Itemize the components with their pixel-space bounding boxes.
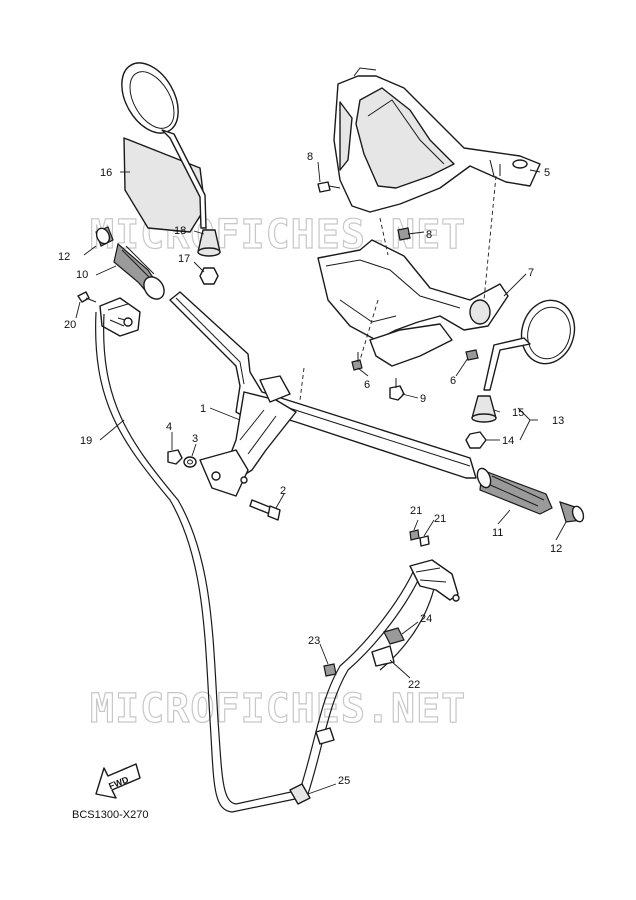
callout-labels: 16 18 17 12 10 20 1 19 4 3 2 5 8 8 7 6 6… (58, 151, 564, 787)
callout-11: 11 (492, 527, 503, 539)
left-handlebar-switch[interactable] (99, 297, 141, 337)
mirror-boot-right[interactable] (471, 395, 497, 423)
callout-12-left: 12 (58, 251, 70, 263)
throttle-cable[interactable] (95, 311, 301, 813)
callout-15: 15 (512, 407, 524, 419)
callout-20: 20 (64, 319, 76, 331)
callout-19: 19 (80, 435, 92, 447)
grip-end-left[interactable] (94, 226, 114, 247)
callout-16: 16 (100, 167, 112, 179)
brake-switch-bracket[interactable] (409, 559, 460, 602)
mirror-nut-left[interactable] (199, 267, 219, 285)
mirror-boot[interactable] (197, 229, 221, 257)
callout-21-a: 21 (410, 505, 422, 517)
callout-24: 24 (420, 613, 432, 625)
callout-2: 2 (280, 485, 286, 497)
leader-lines (75, 161, 567, 795)
callout-4: 4 (166, 421, 172, 433)
callout-9: 9 (420, 393, 426, 405)
handlebar-cover-rear[interactable] (317, 217, 509, 367)
callout-5: 5 (544, 167, 550, 179)
bolt-2[interactable] (249, 499, 281, 521)
grip-right[interactable] (475, 467, 553, 515)
callout-22: 22 (408, 679, 420, 691)
screw-8a[interactable] (317, 181, 341, 193)
callout-8-top: 8 (307, 151, 313, 163)
fwd-arrow-icon: FWD (95, 763, 141, 799)
handlebar[interactable] (169, 291, 477, 497)
callout-23: 23 (308, 635, 320, 647)
right-mirror[interactable] (483, 294, 581, 391)
callout-14: 14 (502, 435, 514, 447)
diagram-code: BCS1300-X270 (72, 809, 148, 821)
callout-17: 17 (178, 253, 190, 265)
callout-7: 7 (528, 267, 534, 279)
screw-6b[interactable] (465, 349, 479, 361)
callout-25: 25 (338, 775, 350, 787)
holder-25[interactable] (289, 783, 311, 805)
callout-6-right: 6 (450, 375, 456, 387)
screw-20[interactable] (77, 291, 97, 303)
screw-21b[interactable] (419, 535, 430, 547)
left-mirror[interactable] (110, 53, 207, 233)
callout-1: 1 (200, 403, 206, 415)
callout-13: 13 (552, 415, 564, 427)
nut-9[interactable] (389, 378, 405, 401)
switch-24[interactable] (383, 627, 405, 645)
mirror-nut-right[interactable] (465, 431, 487, 449)
watermark-bottom: MICROFICHES.NET (90, 686, 466, 732)
grip-left[interactable] (113, 242, 168, 303)
callout-18: 18 (174, 225, 186, 237)
grip-end-right[interactable] (559, 501, 585, 523)
screw-23[interactable] (323, 663, 337, 677)
screw-21a[interactable] (409, 529, 420, 541)
washer-3[interactable] (183, 456, 197, 468)
callout-21-b: 21 (434, 513, 446, 525)
clamp-22[interactable] (371, 645, 395, 667)
callout-10: 10 (76, 269, 88, 281)
callout-6-left: 6 (364, 379, 370, 391)
callout-8-mid: 8 (426, 229, 432, 241)
callout-12-right: 12 (550, 543, 562, 555)
screw-6a[interactable] (351, 352, 363, 371)
screw-8b[interactable] (397, 227, 411, 241)
handlebar-cover-front[interactable] (333, 67, 541, 213)
nut-4[interactable] (167, 449, 183, 465)
callout-3: 3 (192, 433, 198, 445)
cable-band[interactable] (315, 727, 335, 745)
